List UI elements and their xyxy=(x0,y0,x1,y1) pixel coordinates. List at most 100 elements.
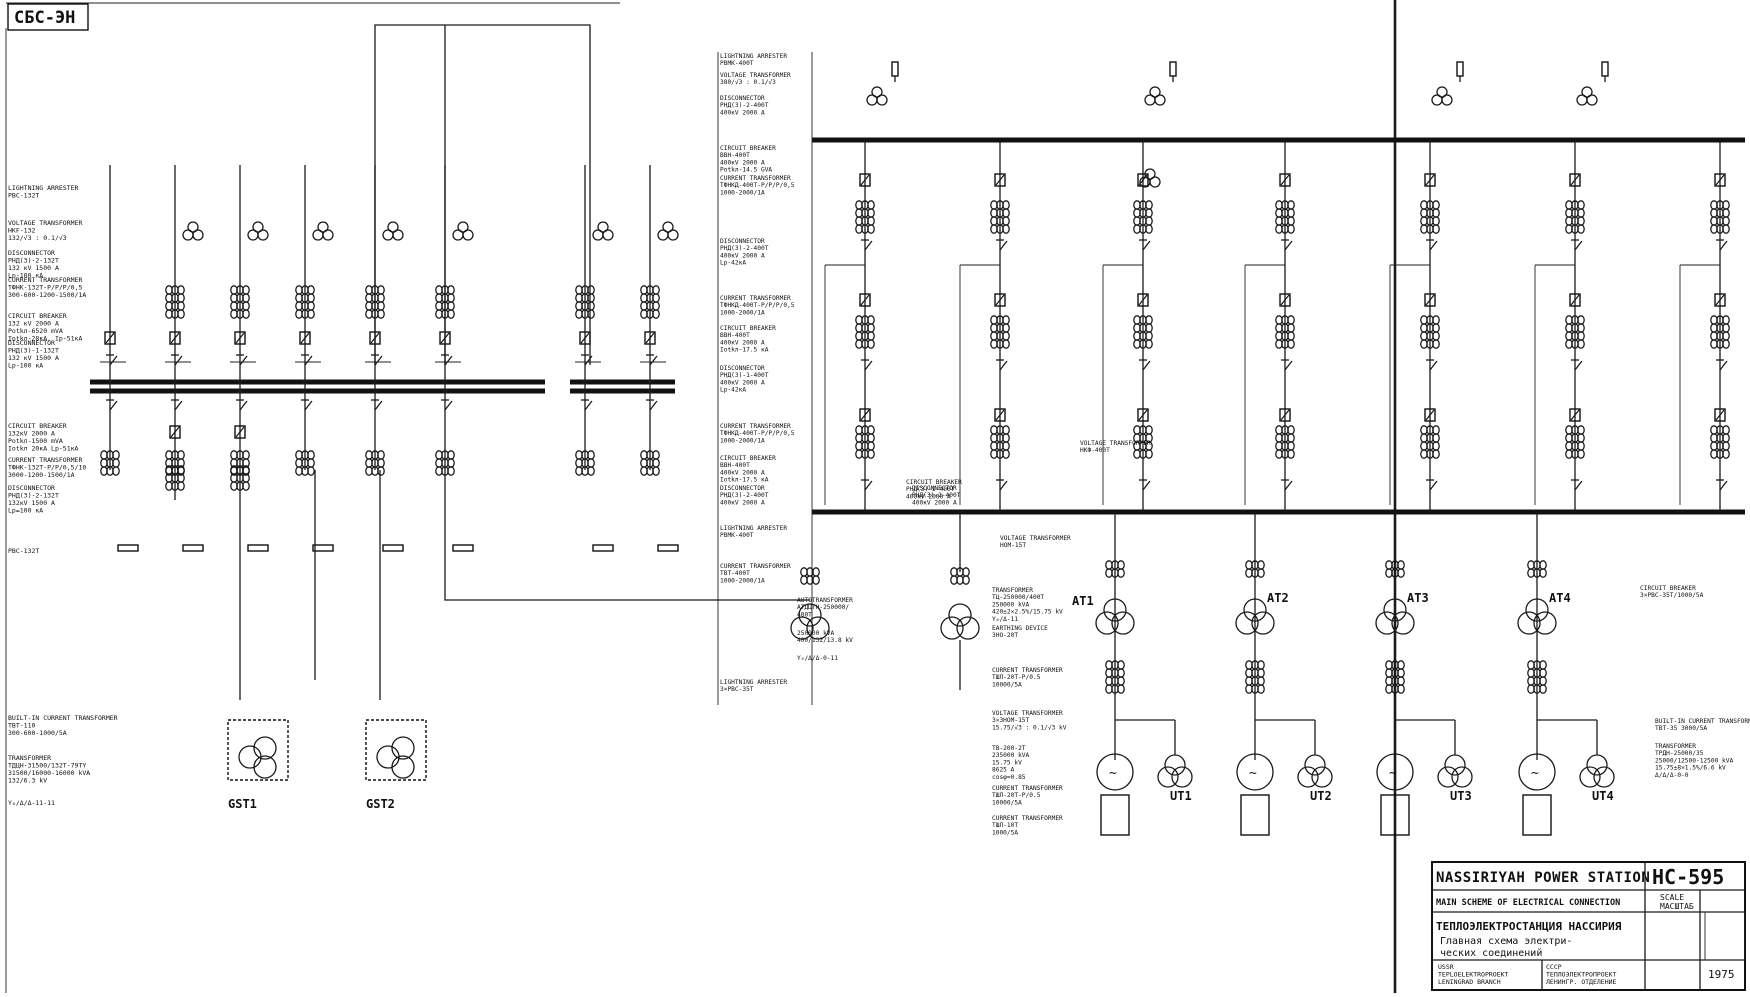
at-label: AT2 xyxy=(1267,591,1289,605)
subtitle-en: MAIN SCHEME OF ELECTRICAL CONNECTION xyxy=(1436,898,1620,908)
disconnector-blade xyxy=(1142,480,1151,491)
current-transformer-coil xyxy=(1145,449,1153,459)
generator-symbol: ~ xyxy=(1531,766,1539,781)
center-note-line: PHД(3)-2-400T xyxy=(720,492,769,499)
generator-stator xyxy=(1522,794,1552,836)
generator-symbol: ~ xyxy=(1109,766,1117,781)
lightning-arrester xyxy=(1456,61,1464,77)
vt-winding xyxy=(1581,86,1593,98)
current-transformer-coil xyxy=(1722,449,1730,459)
vt-winding xyxy=(1441,94,1453,106)
vt-winding xyxy=(662,221,674,233)
breaker-diagonal xyxy=(860,294,870,306)
breaker-diagonal xyxy=(235,332,245,344)
current-transformer-coil xyxy=(652,466,660,476)
ut-winding xyxy=(1579,766,1601,788)
current-transformer-coil xyxy=(177,309,185,319)
disconnector-blade xyxy=(1142,360,1151,371)
project-title: NASSIRIYAH POWER STATION xyxy=(1436,870,1650,886)
breaker-diagonal xyxy=(995,409,1005,421)
left-note-line: PHД(3)-2-132T xyxy=(8,492,59,500)
disconnector-blade xyxy=(864,240,873,251)
disconnector-blade xyxy=(304,400,313,411)
circuit-breaker xyxy=(1569,293,1581,307)
breaker-diagonal xyxy=(1138,294,1148,306)
line-trap xyxy=(452,544,474,552)
current-transformer-coil xyxy=(1257,684,1265,694)
circuit-breaker xyxy=(1279,293,1291,307)
vt-winding xyxy=(1149,176,1161,188)
vt-winding xyxy=(457,221,469,233)
center-note-line: PHД(3)-1-400T xyxy=(720,372,769,379)
left-note-line: Lp-100 кA xyxy=(8,272,43,280)
center-note-line: TRANSFORMER xyxy=(1655,743,1696,750)
disconnector-blade xyxy=(374,400,383,411)
left-note-line: CURRENT TRANSFORMER xyxy=(8,456,82,464)
left-note-line: 132/√3 : 0.1/√3 xyxy=(8,234,67,242)
center-note-line: TФНКД-400T-P/P/P/0,5 xyxy=(720,430,795,437)
left-note-line: BUILT-IN CURRENT TRANSFORMER xyxy=(8,714,118,722)
center-note-line: PHД(3)-2-400T xyxy=(720,102,769,109)
current-transformer-coil xyxy=(242,309,250,319)
left-note-line: 31500/16000-16000 kVA xyxy=(8,769,90,777)
generator-circle xyxy=(1376,753,1414,791)
circuit-breaker xyxy=(859,173,871,187)
center-note-line: VOLTAGE TRANSFORMER xyxy=(720,72,791,79)
disconnector-blade xyxy=(1284,240,1293,251)
breaker-diagonal xyxy=(1280,409,1290,421)
disconnector-blade xyxy=(649,355,658,366)
current-transformer-coil xyxy=(1432,449,1440,459)
bus-tap xyxy=(442,388,448,394)
center-note-line: Y₀/Δ/Δ-0-11 xyxy=(797,655,838,662)
breaker-diagonal xyxy=(1138,409,1148,421)
vt-winding xyxy=(1586,94,1598,106)
bay-132kv xyxy=(100,165,139,552)
center-note-line: VOLTAGE TRANSFORMER xyxy=(1080,440,1151,447)
current-transformer-coil xyxy=(1432,224,1440,234)
drawing-year: 1975 xyxy=(1708,968,1735,981)
disconnector-blade xyxy=(1719,480,1728,491)
vt-winding xyxy=(876,94,888,106)
bus-tap xyxy=(237,388,243,394)
disconnector-blade xyxy=(174,355,183,366)
vt-winding xyxy=(387,221,399,233)
center-note-line: 25000/12500-12500 kVA xyxy=(1655,757,1734,764)
left-note-line: DISCONNECTOR xyxy=(8,339,55,347)
center-note-line: LIGHTNING ARRESTER xyxy=(720,53,787,60)
center-note-line: 400кV 2000 A xyxy=(912,499,957,506)
subtitle-ru-text: Главная схема электри-ческих соединений xyxy=(1440,936,1572,959)
vt-winding xyxy=(1436,86,1448,98)
disconnector-blade xyxy=(374,355,383,366)
bay-400kv xyxy=(1102,61,1177,512)
circuit-breaker xyxy=(1714,293,1726,307)
left-note-line: TRANSFORMER xyxy=(8,754,51,762)
center-note-line: 1000/5A xyxy=(992,829,1018,836)
center-note-line: cosφ=0.85 xyxy=(992,774,1026,781)
ut-winding xyxy=(1311,766,1333,788)
autotransformer-winding xyxy=(798,603,822,627)
breaker-diagonal xyxy=(860,174,870,186)
disconnector-blade xyxy=(649,400,658,411)
breaker-diagonal xyxy=(995,174,1005,186)
center-note-line: BBH-400T xyxy=(720,462,750,469)
breaker-diagonal xyxy=(1280,294,1290,306)
circuit-breaker xyxy=(1137,293,1149,307)
center-note-line: CURRENT TRANSFORMER xyxy=(720,295,791,302)
center-note-line: 380/√3 : 0.1/√3 xyxy=(720,79,776,86)
circuit-breaker xyxy=(169,331,181,345)
